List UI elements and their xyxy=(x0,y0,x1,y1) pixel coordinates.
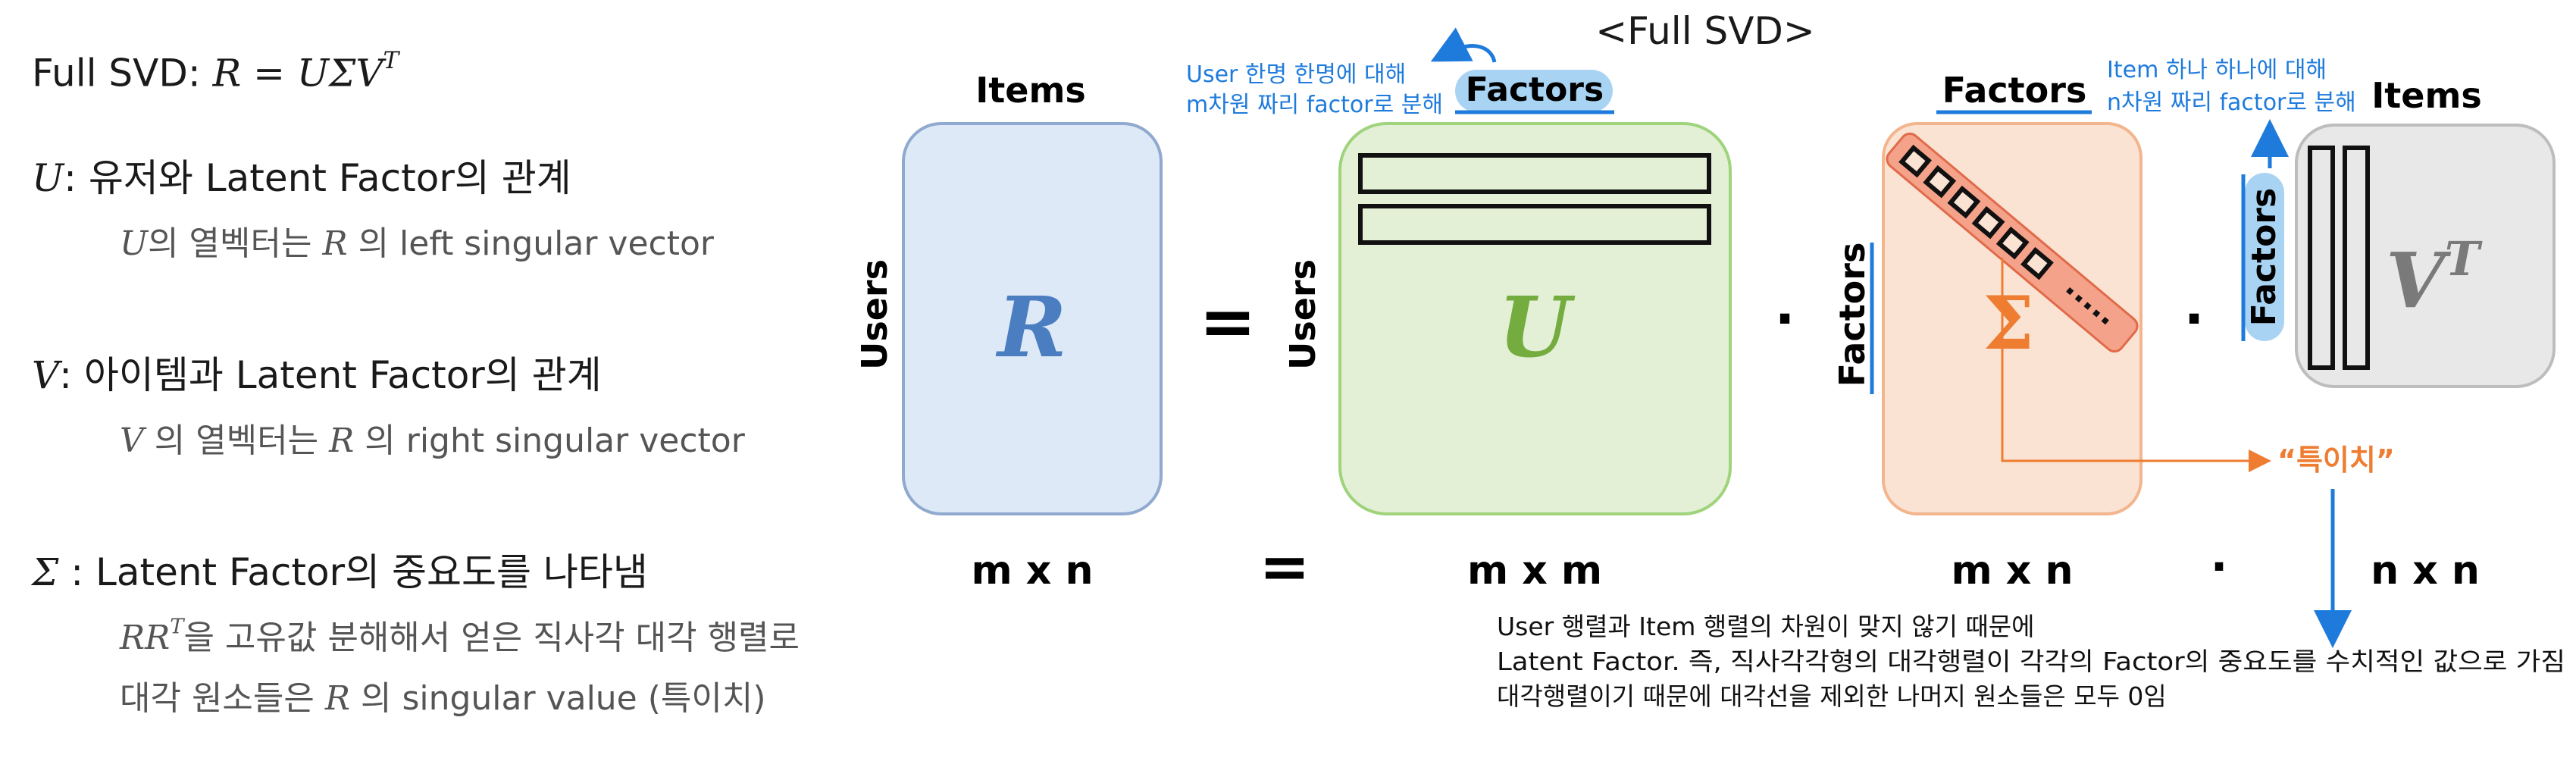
singular-value-arrow xyxy=(2001,258,2271,472)
u-note-line2: m차원 짜리 factor로 분해 xyxy=(1186,92,1443,118)
full-svd-sup: T xyxy=(383,47,399,74)
dot-1: · xyxy=(1775,288,1795,350)
sigma-dim: m x n xyxy=(1952,548,2074,594)
u-desc-r: R xyxy=(322,224,348,263)
diag-element-6 xyxy=(2020,246,2054,280)
u-symbol: U xyxy=(1498,278,1576,376)
singular-value-label: “특이치” xyxy=(2277,443,2395,477)
v-heading: V: 아이템과 Latent Factor의 관계 xyxy=(32,345,602,399)
full-svd-formula: R = UΣV xyxy=(212,51,383,96)
v-desc-mid: 의 열벡터는 xyxy=(143,421,330,460)
vt-column-vector-1 xyxy=(2308,146,2335,370)
bottom-note-line2: Latent Factor. 즉, 직사각각형의 대각행렬이 각각의 Facto… xyxy=(1497,647,2565,676)
vt-column-vector-2 xyxy=(2343,146,2370,370)
r-users-label: Users xyxy=(854,259,895,370)
sigma-description-2: 대각 원소들은 R 의 singular value (특이치) xyxy=(120,671,766,719)
sigma-desc1-sup: T xyxy=(170,615,184,639)
u-dim: m x m xyxy=(1467,548,1602,594)
diag-element-5 xyxy=(1995,226,2030,260)
u-factors-highlight xyxy=(1455,70,1613,112)
u-desc-symbol: U xyxy=(120,224,149,263)
vt-dim: n x n xyxy=(2371,548,2480,594)
u-desc-mid: 의 열벡터는 xyxy=(148,224,323,263)
u-users-label: Users xyxy=(1282,259,1323,370)
sigma-diagonal-band: ····· xyxy=(1886,132,2139,353)
u-matrix xyxy=(1338,122,1732,515)
dim-dot: · xyxy=(2211,540,2228,594)
sigma-heading: Σ : Latent Factor의 중요도를 나타냄 xyxy=(32,542,648,597)
sigma-factors-label-side: Factors xyxy=(1832,243,1873,387)
v-desc-symbol: V xyxy=(120,421,144,460)
sigma-title: : Latent Factor의 중요도를 나타냄 xyxy=(58,550,648,594)
sigma-desc1-text: 을 고유값 분해해서 얻은 직사각 대각 행렬로 xyxy=(183,619,800,657)
v-title: : 아이템과 Latent Factor의 관계 xyxy=(59,353,602,397)
diagram-title: <Full SVD> xyxy=(1595,9,1815,53)
full-svd-heading: Full SVD: R = UΣVT xyxy=(32,47,399,95)
sigma-desc2-r: R xyxy=(324,679,350,718)
sigma-description-1: RRT을 고유값 분해해서 얻은 직사각 대각 행렬로 xyxy=(120,610,800,659)
u-row-vector-1 xyxy=(1358,153,1711,194)
u-heading: U: 유저와 Latent Factor의 관계 xyxy=(32,148,571,202)
u-factors-label: Factors xyxy=(1466,70,1604,109)
v-description: V 의 열벡터는 R 의 right singular vector xyxy=(120,413,745,462)
equals-sign: = xyxy=(1199,282,1256,362)
u-desc-end: 의 left singular vector xyxy=(347,224,714,263)
sigma-matrix xyxy=(1882,122,2142,515)
r-dim: m x n xyxy=(972,548,1094,594)
sigma-factors-label-top: Factors xyxy=(1942,70,2087,111)
vt-symbol: VT xyxy=(2386,231,2483,325)
bottom-note-line1: User 행렬과 Item 행렬의 차원이 맞지 않기 때문에 xyxy=(1497,612,2035,641)
vt-items-label: Items xyxy=(2371,75,2482,116)
sigma-desc2-prefix: 대각 원소들은 xyxy=(120,679,325,718)
diag-element-2 xyxy=(1923,164,1957,199)
vt-symbol-base: V xyxy=(2386,236,2452,325)
diag-element-1 xyxy=(1898,144,1932,178)
vt-matrix xyxy=(2295,124,2556,388)
full-svd-prefix: Full SVD: xyxy=(32,51,213,96)
r-matrix xyxy=(902,122,1163,515)
sigma-desc2-end: 의 singular value (특이치) xyxy=(350,679,766,718)
v-symbol: V xyxy=(32,353,60,397)
sigma-symbol-diagram: Σ xyxy=(1983,280,2034,366)
u-note-line1: User 한명 한명에 대해 xyxy=(1186,61,1406,88)
u-title: : 유저와 Latent Factor의 관계 xyxy=(64,156,571,200)
diag-element-4 xyxy=(1971,205,2005,240)
dot-2: · xyxy=(2184,288,2205,350)
v-note-line1: Item 하나 하나에 대해 xyxy=(2107,57,2327,83)
vt-symbol-sup: T xyxy=(2445,231,2483,287)
u-row-vector-2 xyxy=(1358,204,1711,245)
u-symbol: U xyxy=(32,156,64,200)
dim-equals: = xyxy=(1259,531,1310,602)
vt-factors-label: Factors xyxy=(2245,188,2283,326)
r-items-label: Items xyxy=(975,70,1086,111)
v-desc-end: 의 right singular vector xyxy=(354,421,745,460)
diag-element-3 xyxy=(1947,185,1981,219)
r-symbol: R xyxy=(995,278,1066,376)
u-description: U의 열벡터는 R 의 left singular vector xyxy=(120,216,714,265)
vt-factors-highlight xyxy=(2245,173,2284,341)
u-note-arrow xyxy=(1430,27,1497,63)
v-desc-r: R xyxy=(329,421,355,460)
v-note-line2: n차원 짜리 factor로 분해 xyxy=(2107,89,2356,116)
sigma-desc1-math: RR xyxy=(120,619,171,657)
bottom-note-line3: 대각행렬이기 때문에 대각선을 제외한 나머지 원소들은 모두 0임 xyxy=(1497,681,2167,711)
sigma-symbol: Σ xyxy=(32,550,59,594)
